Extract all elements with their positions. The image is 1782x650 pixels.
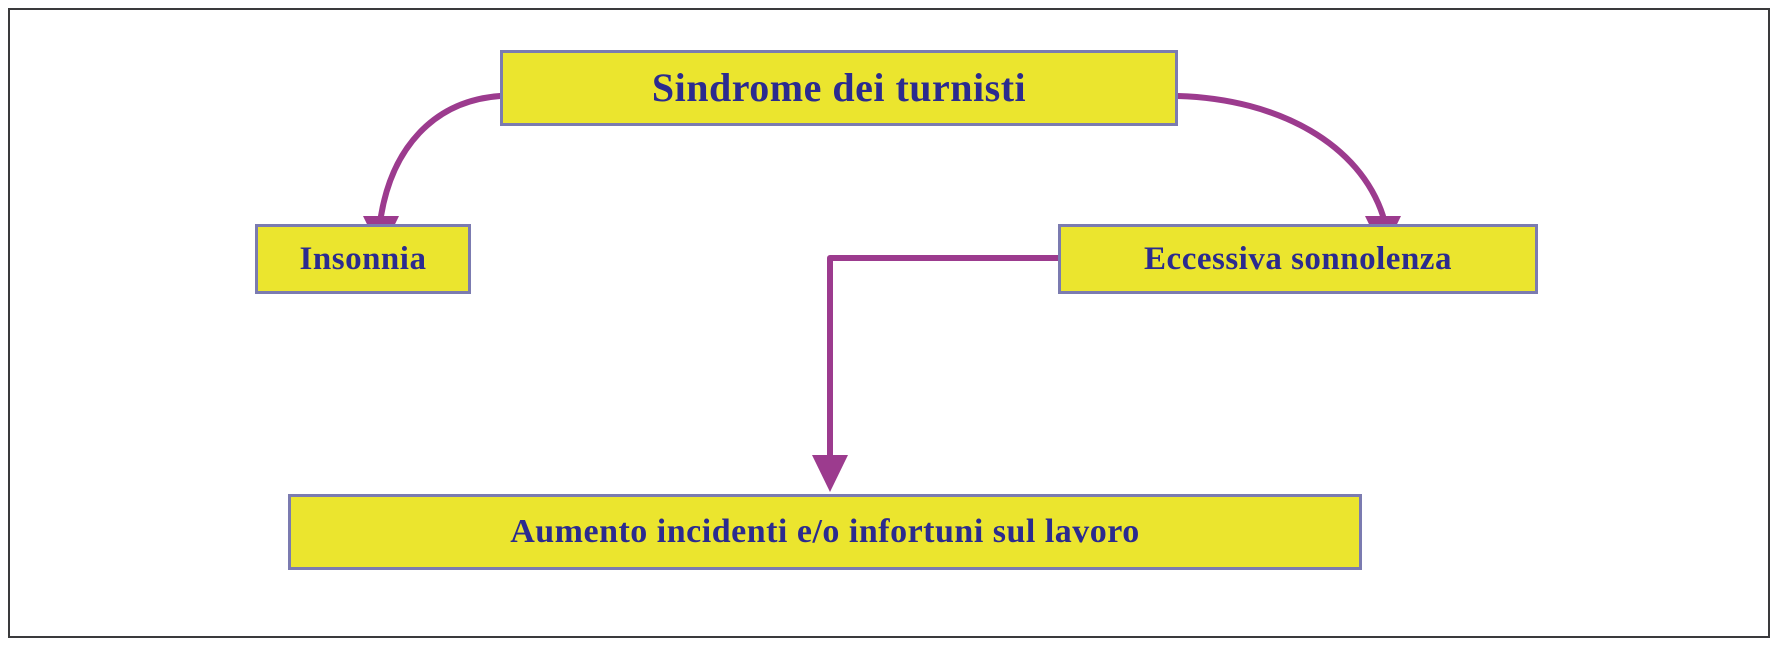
node-aumento-incidenti-infortuni[interactable]: Aumento incidenti e/o infortuni sul lavo…	[288, 494, 1362, 570]
node-sonnolenza-label: Eccessiva sonnolenza	[1144, 240, 1452, 277]
node-sindrome-dei-turnisti[interactable]: Sindrome dei turnisti	[500, 50, 1178, 126]
node-incidenti-label: Aumento incidenti e/o infortuni sul lavo…	[510, 513, 1140, 550]
diagram-frame-border	[8, 8, 1770, 638]
node-sindrome-label: Sindrome dei turnisti	[651, 65, 1027, 110]
node-insonnia-label: Insonnia	[299, 240, 427, 277]
node-eccessiva-sonnolenza[interactable]: Eccessiva sonnolenza	[1058, 224, 1538, 294]
node-insonnia[interactable]: Insonnia	[255, 224, 471, 294]
